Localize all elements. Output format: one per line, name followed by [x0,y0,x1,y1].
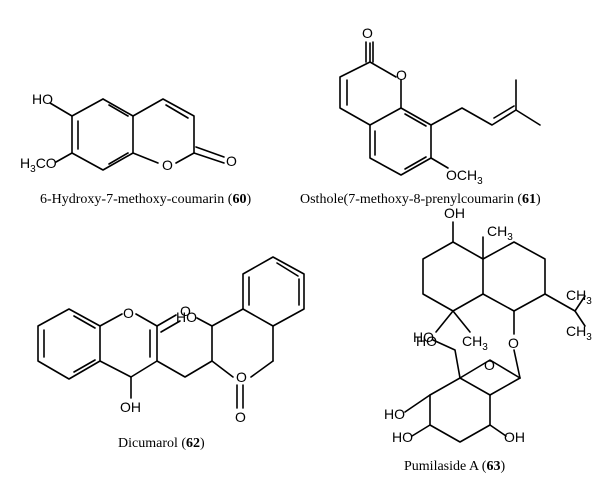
atom-oh: HO [32,91,53,107]
atom-o-carbonyl-right: O [235,409,246,425]
caption-63: Pumilaside A (63) [404,459,505,474]
atom-ch3-iso: CH3 [566,287,592,307]
atom-ho-ch2: HO [413,329,434,345]
atom-ho-mid: HO [416,333,437,349]
atom-o-ring-right: O [236,369,247,385]
atom-ch3-top: CH3 [487,223,513,243]
atom-ch3-mid: CH3 [462,333,488,353]
atom-o-carbonyl: O [362,25,373,41]
atom-o-glyc: O [508,335,519,351]
caption-61: Osthole(7-methoxy-8-prenylcoumarin (61) [300,192,541,207]
atom-ho-top: HO [176,309,197,325]
atom-h3co: H3CO [20,155,57,175]
structure-63: OH CH3 HO CH3 CH3 CH3 O HO O HO HO OH Pu… [384,205,592,474]
atom-ho-2: HO [392,429,413,445]
atom-o-ring: O [162,157,173,173]
atom-o-carbonyl: O [226,153,237,169]
caption-62: Dicumarol (62) [118,436,205,451]
structure-62: O O HO OH O O Dicumarol (62) [37,256,305,451]
atom-o-sugar: O [484,357,495,373]
atom-ho-1: HO [384,406,405,422]
atom-oh-bottom: OH [120,399,141,415]
atom-o-carbonyl-left: O [180,303,191,319]
atom-oh-3: OH [504,429,525,445]
caption-60: 6-Hydroxy-7-methoxy-coumarin (60) [40,192,251,207]
atom-ch3-iso2: CH3 [566,323,592,343]
structure-60: HO O O H3CO 6-Hydroxy-7-methoxy-coumarin… [20,91,251,207]
atom-o-ring-left: O [123,305,134,321]
structure-61: O O OCH3 Osthole(7-methoxy-8-prenylcouma… [300,25,541,207]
atom-och3: OCH3 [446,167,483,187]
atom-oh-top: OH [444,205,465,221]
atom-o-ring: O [396,67,407,83]
